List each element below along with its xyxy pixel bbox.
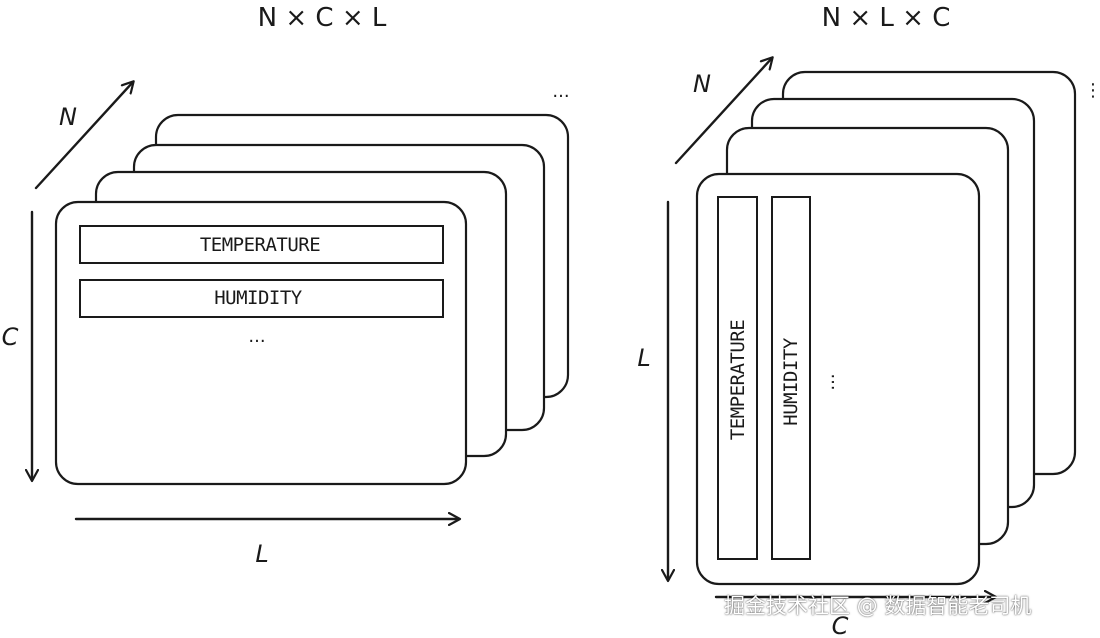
right-band-humidity	[771, 196, 811, 560]
right-band-more: ...	[818, 373, 839, 390]
left-axis-n-label: N	[59, 103, 77, 131]
left-panel: N × C × L TEMPERATURE HUMIDITY ... ... N…	[2, 3, 570, 568]
right-panel: N × L × C TEMPERATURE HUMIDITY ... ⋮ N L…	[637, 3, 1100, 638]
left-sheet-front	[54, 200, 468, 486]
left-axis-c-label: C	[2, 323, 19, 351]
right-axis-c-label: C	[832, 612, 849, 638]
right-band-humidity-label: HUMIDITY	[780, 337, 802, 426]
right-sheet-front	[695, 172, 981, 586]
left-band-temperature-label: TEMPERATURE	[200, 234, 320, 256]
left-band-humidity-label: HUMIDITY	[214, 287, 303, 309]
left-band-temperature	[79, 225, 444, 264]
right-title: N × L × C	[822, 3, 951, 33]
left-title: N × C × L	[258, 3, 387, 33]
left-band-more: ...	[248, 326, 265, 347]
right-stack-more: ⋮	[1084, 80, 1100, 101]
left-axis-l-label: L	[255, 540, 268, 568]
right-axis-n-arrow	[674, 58, 772, 165]
right-band-temperature	[717, 196, 758, 560]
left-band-humidity	[79, 279, 444, 318]
left-axis-n-arrow	[34, 82, 133, 190]
left-stack-more: ...	[552, 81, 569, 102]
right-band-temperature-label: TEMPERATURE	[727, 320, 749, 440]
watermark-text: 掘金技术社区 @ 数据智能老司机	[724, 594, 1032, 618]
right-axis-n-label: N	[693, 70, 711, 98]
right-axis-l-label: L	[637, 344, 650, 372]
